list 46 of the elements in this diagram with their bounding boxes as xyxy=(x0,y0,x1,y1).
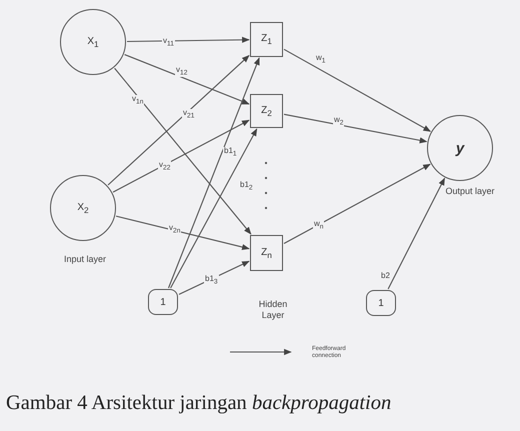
arrow xyxy=(284,114,428,144)
arrow xyxy=(126,36,250,43)
arrow xyxy=(170,128,258,288)
edge-label: v$_{12}$ xyxy=(175,66,188,78)
arrow xyxy=(124,54,250,105)
arrow xyxy=(178,260,250,295)
edge-label: v$_{22}$ xyxy=(158,161,172,172)
node-label: 1 xyxy=(378,298,384,308)
arrow xyxy=(116,216,250,250)
figure-caption: Gambar 4 Arsitektur jaringan backpropagation xyxy=(6,392,392,415)
neuron-circle xyxy=(50,175,116,241)
hidden-unit-box xyxy=(250,235,283,271)
node-label: X$_{2}$ xyxy=(77,202,89,214)
arrow xyxy=(284,48,432,132)
edge-label: v$_{1n}$ xyxy=(131,95,144,106)
neuron-circle xyxy=(60,9,126,75)
neuron-circle xyxy=(427,115,493,181)
node-label: Z$_{1}$ xyxy=(261,33,272,46)
hidden-unit-box xyxy=(250,94,283,128)
node-label: Z$_{2}$ xyxy=(261,104,272,118)
hidden-unit-box xyxy=(250,22,283,57)
layer-label: Input layer xyxy=(62,254,108,265)
edge-label: b1$_{3}$ xyxy=(204,275,219,286)
arrow xyxy=(108,55,250,186)
node-label: 1 xyxy=(160,296,166,308)
edge-label: v$_{11}$ xyxy=(162,37,175,48)
edge-label: b2 xyxy=(380,272,391,280)
bias-box xyxy=(366,290,396,316)
edge-label: w$_{n}$ xyxy=(313,220,324,232)
arrow xyxy=(284,164,431,244)
arrow xyxy=(388,178,446,290)
edge-label: b1$_{2}$ xyxy=(239,181,254,192)
arrow xyxy=(112,120,250,193)
layer-label: Output layer xyxy=(444,186,496,197)
edge-label: w$_{1}$ xyxy=(315,54,326,66)
arrow xyxy=(168,57,260,288)
edge-label: v$_{2n}$ xyxy=(168,224,182,236)
layer-label: Hidden Layer xyxy=(258,299,288,321)
bias-box xyxy=(148,289,178,315)
node-label: Z$_{n}$ xyxy=(261,246,272,260)
arrow xyxy=(114,68,252,235)
edge-label: v$_{21}$ xyxy=(182,109,196,120)
node-label: y xyxy=(456,140,464,156)
node-label: X$_{1}$ xyxy=(87,36,99,48)
edge-label: b1$_{1}$ xyxy=(223,147,238,158)
edge-label: w$_{2}$ xyxy=(333,116,344,128)
